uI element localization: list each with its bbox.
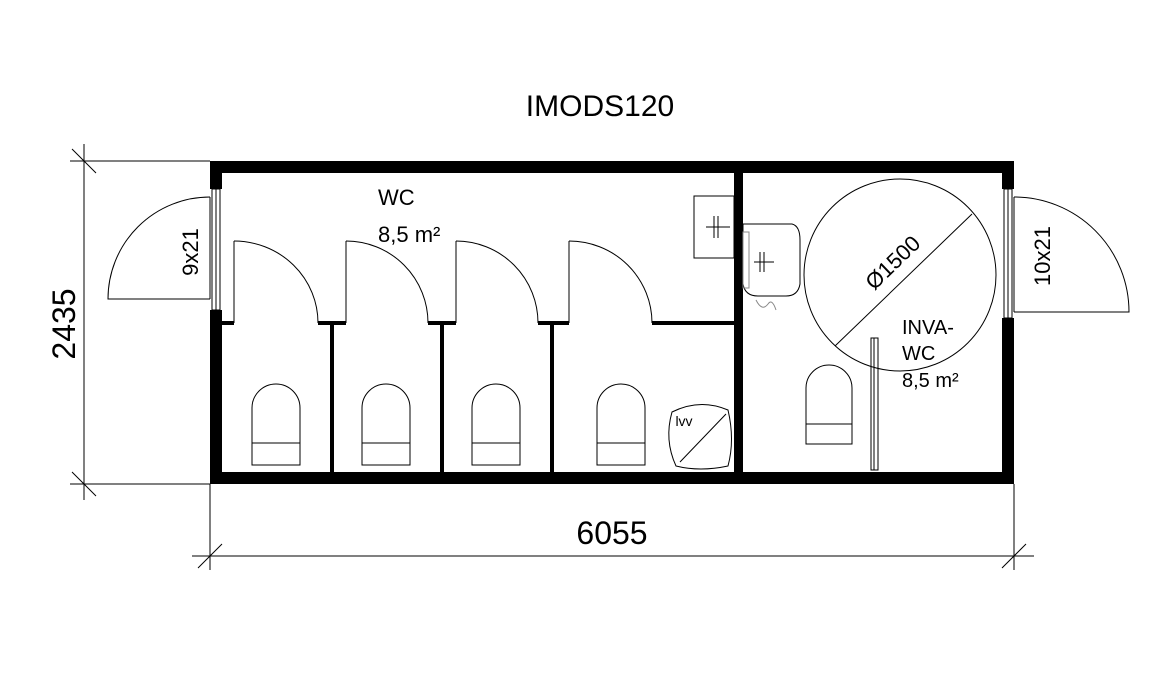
wc-sink	[693, 195, 735, 259]
inva-toilet	[805, 364, 853, 445]
wc-room-area: 8,5 m²	[378, 222, 440, 247]
inva-room-name-2: WC	[902, 343, 935, 365]
right-door-size: 10x21	[1030, 226, 1055, 286]
toilet-3	[471, 383, 521, 466]
fixture-label: lvv	[675, 413, 692, 429]
width-dimension-line	[192, 484, 1034, 570]
inva-room-area: 8,5 m²	[902, 370, 959, 392]
depth-dimension-line	[70, 144, 210, 500]
floor-fixture	[668, 404, 732, 470]
stall-door-1	[233, 240, 319, 324]
stall-door-4	[568, 240, 653, 324]
width-dimension: 6055	[576, 515, 647, 551]
inva-room-name-1: INVA-	[902, 317, 954, 339]
depth-dimension: 2435	[46, 288, 82, 359]
right-door-frame	[1003, 188, 1013, 319]
turning-circle-label: Ø1500	[860, 231, 925, 295]
left-entry-door	[107, 196, 211, 300]
toilet-2	[361, 383, 411, 466]
toilet-1	[251, 383, 301, 466]
turning-circle	[803, 178, 997, 372]
stall-door-2	[345, 240, 429, 324]
stall-door-3	[455, 240, 539, 324]
stall-partitions	[330, 323, 554, 472]
plan-title: IMODS120	[526, 90, 674, 123]
toilet-4	[596, 383, 646, 466]
inva-sink	[742, 223, 801, 311]
wc-room-name: WC	[378, 185, 415, 210]
outer-walls	[210, 161, 1014, 484]
left-door-frame	[211, 188, 221, 311]
left-door-size: 9x21	[178, 228, 203, 276]
right-entry-door	[1013, 196, 1130, 313]
grab-bar	[870, 337, 879, 471]
